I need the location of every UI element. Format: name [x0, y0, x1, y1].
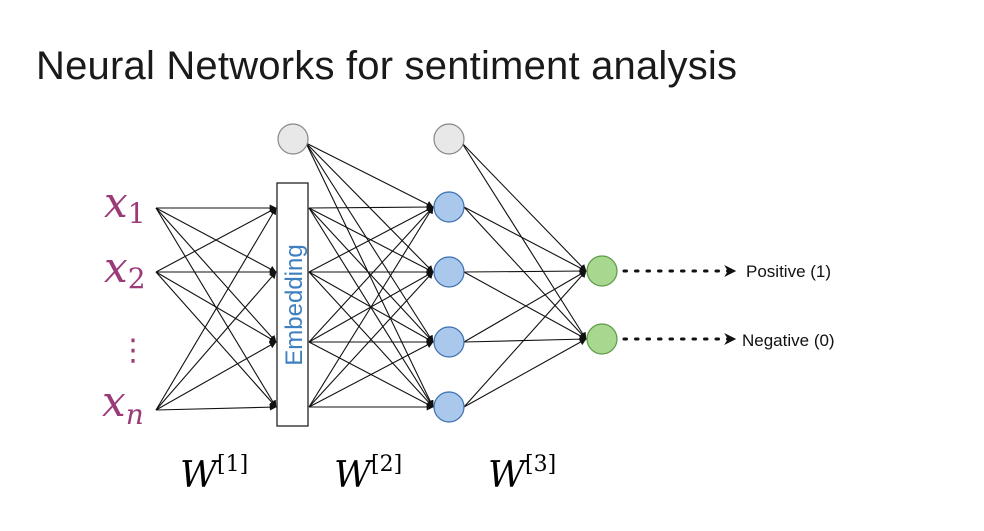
hidden-node [433, 256, 465, 288]
edge-input-embedding [155, 207, 277, 273]
input-ellipsis: ⋮ [118, 333, 148, 368]
edge-bias-hidden [305, 142, 434, 343]
input-label-xn: xn [102, 377, 144, 431]
edge-input-embedding [155, 341, 277, 411]
output-label-positive: Positive (1) [746, 262, 831, 281]
edge-hidden-output [463, 206, 587, 272]
edge-embedding-hidden [308, 206, 434, 273]
output-label-negative: Negative (0) [742, 331, 835, 350]
edge-embedding-hidden [308, 206, 434, 343]
weight-label-w2: W[2] [334, 452, 402, 496]
bias-node-embedding [277, 123, 309, 155]
edge-input-embedding [155, 207, 277, 411]
connection-edges [155, 142, 587, 411]
edge-hidden-output [463, 271, 587, 340]
edge-bias-output [461, 142, 587, 272]
edge-hidden-output [463, 267, 587, 275]
edge-embedding-hidden [308, 271, 434, 408]
page-title: Neural Networks for sentiment analysis [36, 44, 738, 88]
input-label-x1: x1 [104, 178, 146, 230]
edge-embedding-hidden [308, 341, 434, 408]
edge-hidden-output [463, 338, 587, 408]
hidden-node [433, 391, 465, 423]
edge-hidden-output [463, 335, 587, 343]
edge-input-embedding [155, 403, 277, 411]
edge-input-embedding [155, 271, 277, 343]
edge-hidden-output [463, 270, 587, 408]
edge-bias-hidden [305, 142, 434, 408]
edge-embedding-hidden [308, 206, 434, 408]
edge-bias-output [461, 142, 587, 340]
output-node-positive [586, 255, 618, 287]
output-node-negative [586, 323, 618, 355]
edge-bias-hidden [305, 142, 434, 208]
embedding-label: Embedding [281, 244, 308, 365]
edge-input-embedding [155, 271, 277, 408]
weight-label-w3: W[3] [488, 452, 556, 496]
weight-label-w1: W[1] [180, 452, 248, 496]
embedding-layer-box [276, 182, 309, 427]
edge-input-embedding [155, 207, 277, 343]
bias-node-hidden [433, 123, 465, 155]
edge-hidden-output [463, 206, 587, 340]
hidden-node [433, 326, 465, 358]
edge-embedding-hidden [308, 203, 434, 211]
edge-hidden-output [463, 270, 587, 343]
edge-input-embedding [155, 271, 277, 411]
hidden-node [433, 191, 465, 223]
input-label-x2: x2 [104, 243, 146, 295]
